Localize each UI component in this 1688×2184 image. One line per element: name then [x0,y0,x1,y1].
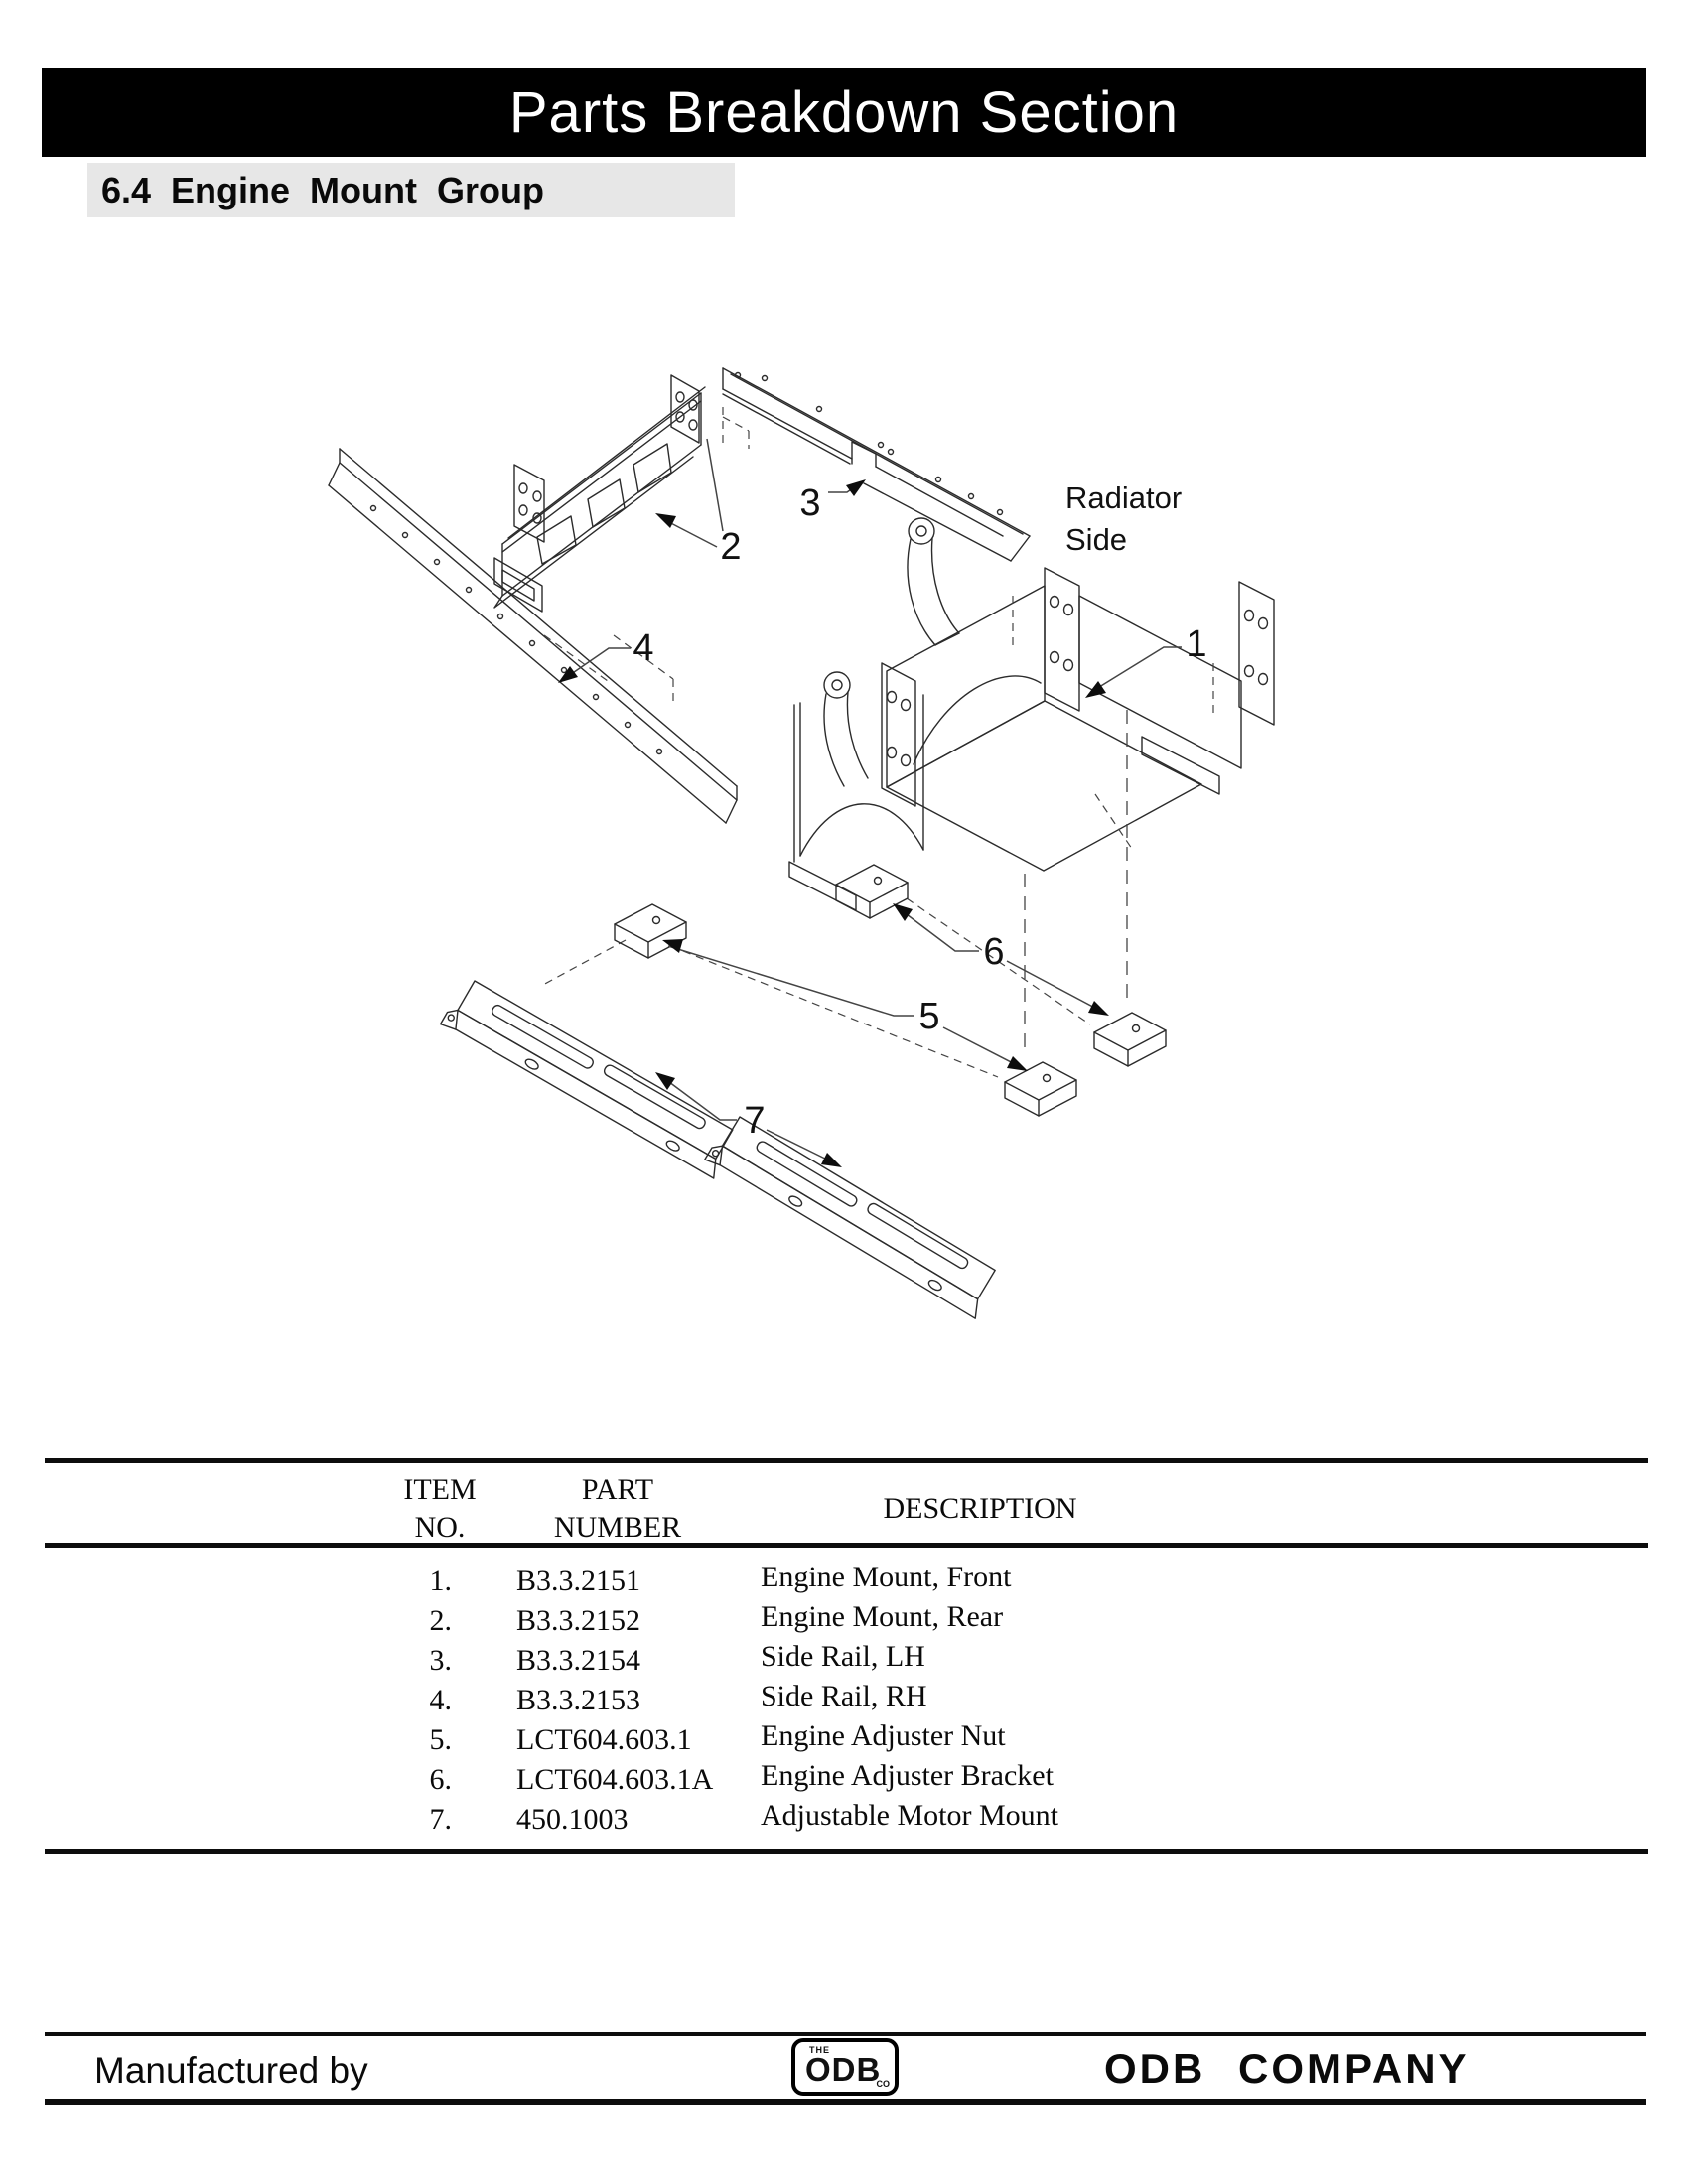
description: Engine Adjuster Bracket [761,1759,1054,1792]
part-4-side-rail-rh [328,448,738,824]
callout-6: 6 [983,931,1004,973]
assembly-dashed-lines [540,596,1214,1078]
item-no: 2. [429,1604,453,1637]
part-3-side-rail-lh [722,367,1031,562]
description: Engine Adjuster Nut [761,1719,1006,1752]
section-title: 6.4 Engine Mount Group [101,169,544,210]
item-no: 3. [429,1644,453,1677]
description: Side Rail, LH [761,1640,925,1673]
part-7-motor-mount-rail-left [439,976,741,1182]
table-rule-header [45,1543,1648,1548]
odb-logo-co: CO [876,2079,891,2089]
item-no: 1. [429,1565,453,1597]
part-number: 450.1003 [516,1803,629,1836]
callout-5: 5 [918,996,939,1037]
part-5-adjuster-nut-bottom [1004,1061,1077,1117]
item-no: 6. [429,1763,453,1796]
callout-leaders [558,479,1182,1167]
col-header-item-line2: NO. [414,1511,466,1544]
exploded-view-diagram: 1 2 3 4 5 6 7 Radiator Side [328,367,1275,1320]
col-header-part-line2: NUMBER [553,1511,682,1544]
callout-7: 7 [744,1100,765,1142]
company-name: ODB COMPANY [1104,2045,1470,2092]
item-no: 4. [429,1684,453,1716]
col-header-description: DESCRIPTION [883,1492,1077,1525]
item-no: 7. [429,1803,453,1836]
page-header-bar: Parts Breakdown Section [42,68,1646,157]
odb-logo: THE ODB CO [791,2038,899,2096]
callout-2: 2 [720,526,741,568]
part-1-engine-mount-front [788,517,1275,911]
callout-1: 1 [1186,623,1206,665]
part-number: B3.3.2151 [516,1565,641,1597]
manufactured-by-label: Manufactured by [94,2050,368,2091]
radiator-side-line1: Radiator [1065,480,1182,515]
description: Engine Mount, Rear [761,1600,1004,1633]
odb-logo-text: ODB [805,2051,882,2088]
part-number: B3.3.2154 [516,1644,641,1677]
part-7-motor-mount-rail-right [704,1112,1003,1320]
radiator-side-line2: Side [1065,522,1127,557]
table-rule-top [45,1458,1648,1463]
radiator-side-annotation: Radiator Side [1065,480,1182,557]
callout-4: 4 [633,627,653,669]
page-title: Parts Breakdown Section [508,79,1180,145]
table-rule-bottom [45,1849,1648,1854]
description: Side Rail, RH [761,1680,927,1712]
part-number: LCT604.603.1A [516,1763,714,1796]
part-2-engine-mount-rear [493,374,724,613]
description: Adjustable Motor Mount [761,1799,1058,1832]
callout-labels: 1 2 3 4 5 6 7 [633,482,1206,1142]
section-title-bar: 6.4 Engine Mount Group [87,163,735,217]
col-header-part-line1: PART [581,1473,654,1506]
description: Engine Mount, Front [761,1561,1012,1593]
part-6-adjuster-bracket-right [1093,1012,1167,1067]
footer-rule-bottom [45,2099,1646,2105]
col-header-item-line1: ITEM [403,1473,477,1506]
odb-logo-the: THE [809,2045,830,2055]
part-number: LCT604.603.1 [516,1723,692,1756]
part-number: B3.3.2153 [516,1684,641,1716]
part-number: B3.3.2152 [516,1604,641,1637]
callout-3: 3 [799,482,820,524]
footer-rule-top [45,2032,1646,2036]
item-no: 5. [429,1723,453,1756]
